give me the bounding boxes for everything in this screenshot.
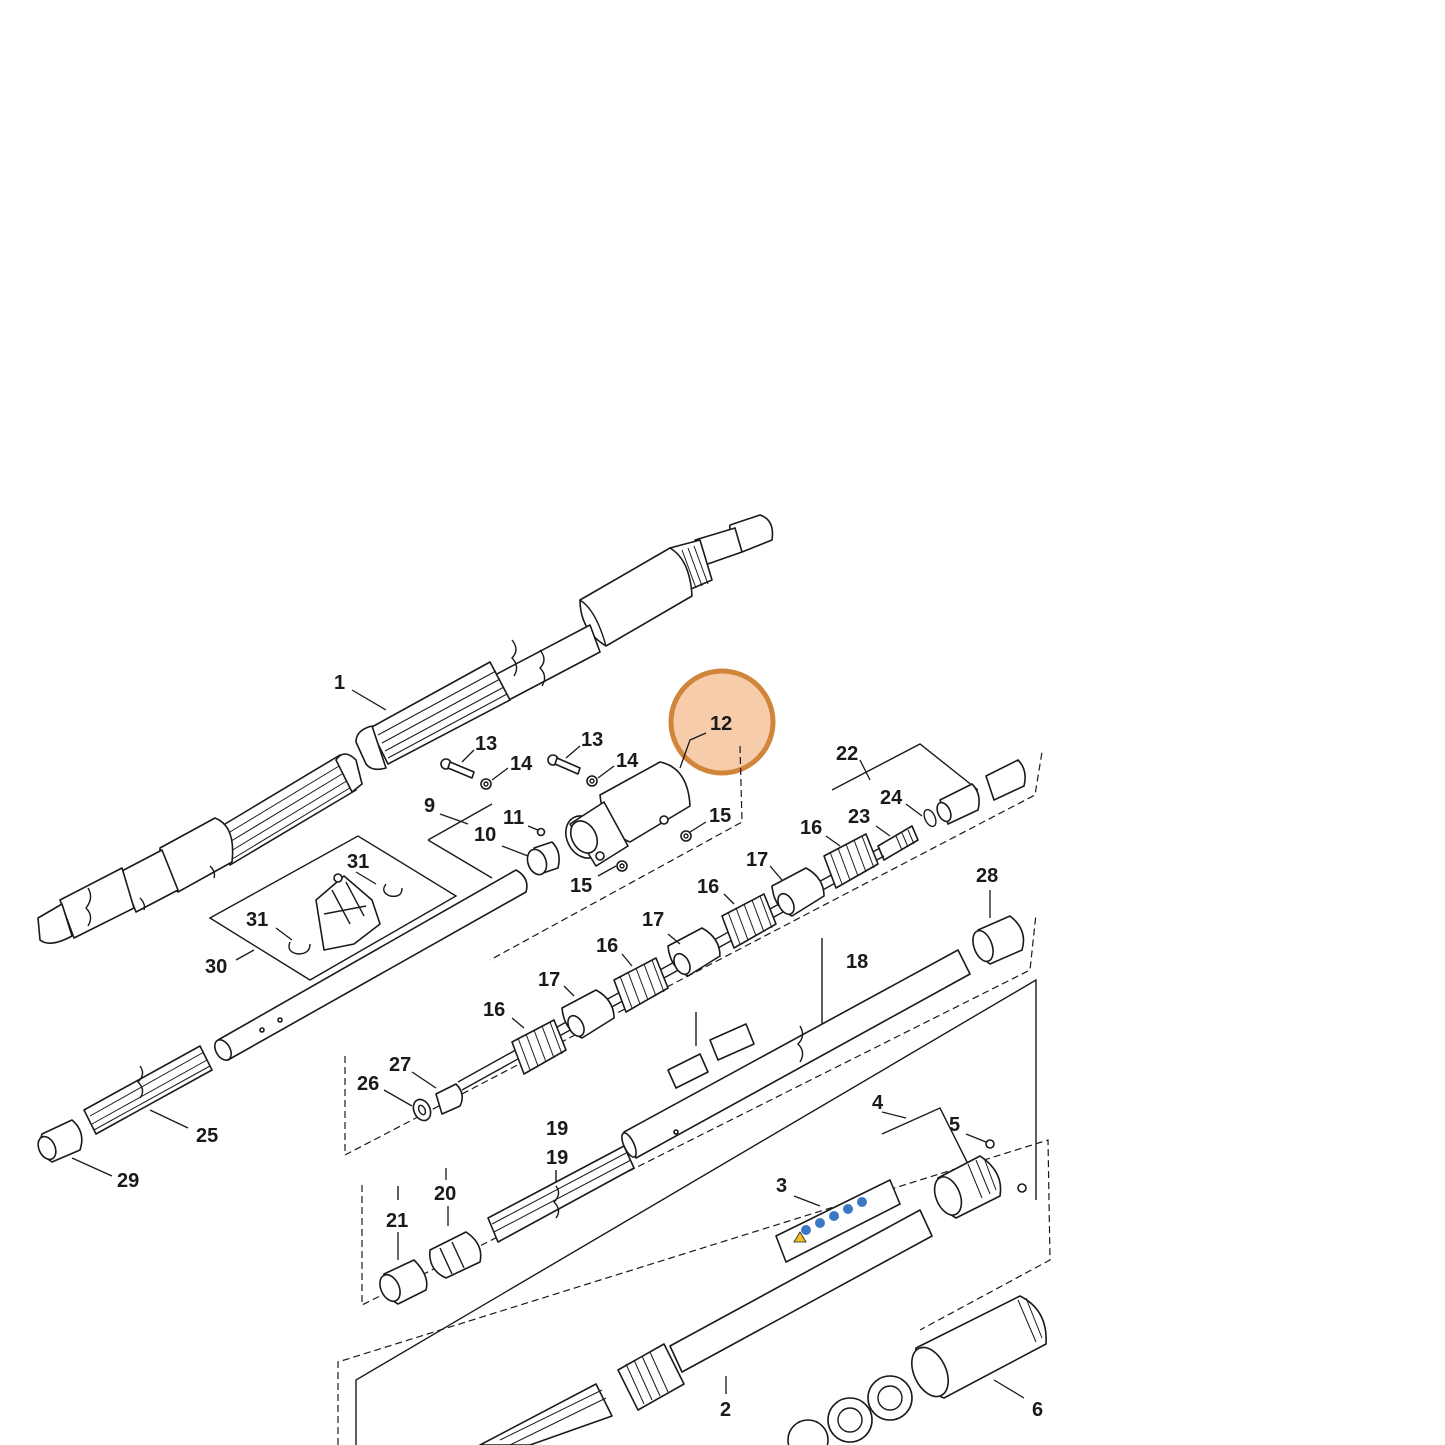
callout-13-right[interactable]: 13 [581, 729, 603, 751]
group-frame-9-15 [489, 745, 743, 961]
part-16-liner-b[interactable] [721, 893, 777, 949]
part-15-nut-right[interactable] [680, 830, 692, 842]
part-9-frame [427, 803, 493, 879]
part-18-inner-tubes[interactable] [667, 1023, 755, 1089]
part-18-tube[interactable] [619, 949, 971, 1159]
part-22-sleeve[interactable] [934, 759, 1026, 825]
callout-4[interactable]: 4 [872, 1092, 884, 1114]
part-6-sleeve[interactable] [905, 1295, 1047, 1402]
part-4-coupling-nut[interactable] [929, 1155, 1002, 1219]
part-16-liner-a[interactable] [823, 833, 879, 889]
part-14-nut-left[interactable] [480, 778, 492, 790]
part-13-screw-left[interactable] [440, 758, 475, 779]
part-13-screw-right[interactable] [547, 754, 581, 775]
part-12-highlight[interactable] [668, 668, 776, 776]
callout-21[interactable]: 21 [386, 1210, 408, 1232]
callout-16-b[interactable]: 16 [697, 876, 719, 898]
part-31-clip-left[interactable] [288, 941, 311, 955]
part-30-kit-frame [208, 835, 458, 981]
callout-9[interactable]: 9 [424, 795, 435, 817]
part-10-bushing[interactable] [524, 841, 560, 877]
part-5-screws[interactable] [985, 1139, 1027, 1193]
part-1-ribs [377, 670, 508, 759]
part-25-splined-sleeve[interactable] [83, 1045, 213, 1135]
callout-labels: 1 12 13 13 14 14 15 15 11 10 9 22 24 23 … [117, 672, 1043, 1421]
part-17-bearing-c[interactable] [561, 989, 615, 1039]
part-26-washer[interactable] [410, 1097, 434, 1124]
callout-1[interactable]: 1 [334, 672, 345, 694]
callout-10[interactable]: 10 [474, 824, 496, 846]
part-16-liner-c[interactable] [613, 957, 669, 1013]
part-17-bearing-a[interactable] [771, 867, 825, 917]
leader-lines [71, 689, 1025, 1399]
part-19-splined-shaft[interactable] [487, 1145, 635, 1243]
callout-12[interactable]: 12 [710, 713, 732, 735]
part-31-clip-right[interactable] [383, 883, 403, 898]
callout-31-right[interactable]: 31 [347, 851, 369, 873]
part-18-frame [695, 938, 823, 1046]
callout-15-right[interactable]: 15 [709, 805, 731, 827]
callout-15-bottom[interactable]: 15 [570, 875, 592, 897]
callout-25[interactable]: 25 [196, 1125, 218, 1147]
callout-23[interactable]: 23 [848, 806, 870, 828]
part-11-pin[interactable] [536, 827, 546, 837]
callout-6[interactable]: 6 [1032, 1399, 1043, 1421]
part-3-label[interactable] [775, 1179, 901, 1263]
part-30-bracket[interactable] [315, 873, 381, 951]
part-17-bearing-b[interactable] [667, 927, 721, 977]
callout-22[interactable]: 22 [836, 743, 858, 765]
part-1-drive-tube[interactable] [37, 514, 774, 944]
part-9-tube[interactable] [211, 869, 528, 1063]
callout-14-right[interactable]: 14 [616, 750, 639, 772]
callout-31-left[interactable]: 31 [246, 909, 268, 931]
callout-20[interactable]: 20 [434, 1183, 456, 1205]
part-12-clamp-housing[interactable] [559, 761, 691, 867]
callout-27[interactable]: 27 [389, 1054, 411, 1076]
part-24-ring[interactable] [922, 808, 939, 829]
callout-30[interactable]: 30 [205, 956, 227, 978]
callout-5[interactable]: 5 [949, 1114, 960, 1136]
callout-14-left[interactable]: 14 [510, 753, 533, 775]
callout-18[interactable]: 18 [846, 951, 868, 973]
callout-17-b[interactable]: 17 [642, 909, 664, 931]
callout-13-left[interactable]: 13 [475, 733, 497, 755]
part-20-sleeve[interactable] [429, 1231, 482, 1279]
callout-16-d[interactable]: 16 [483, 999, 505, 1021]
group-frame-lower [355, 978, 1037, 1445]
callout-2[interactable]: 2 [720, 1399, 731, 1421]
part-4-frame [881, 1107, 969, 1165]
group-frame-tube [361, 913, 1037, 1306]
callout-19-top[interactable]: 19 [546, 1118, 568, 1140]
part-29-end-cap[interactable] [35, 1119, 83, 1163]
callout-16-a[interactable]: 16 [800, 817, 822, 839]
part-16-liner-d[interactable] [511, 1019, 567, 1075]
callout-29[interactable]: 29 [117, 1170, 139, 1192]
callout-24[interactable]: 24 [880, 787, 903, 809]
part-14-nut-right[interactable] [586, 775, 598, 787]
callout-3[interactable]: 3 [776, 1175, 787, 1197]
callout-11[interactable]: 11 [503, 807, 524, 829]
part-23-shaft-end[interactable] [877, 825, 919, 861]
part-28-plug[interactable] [969, 915, 1025, 965]
callout-17-c[interactable]: 17 [538, 969, 560, 991]
group-frame-lower-dashed [337, 1139, 1051, 1445]
part-2-tube[interactable] [479, 1209, 933, 1445]
callout-19-bottom[interactable]: 19 [546, 1147, 568, 1169]
part-27-coupling[interactable] [435, 1083, 464, 1115]
callout-17-a[interactable]: 17 [746, 849, 768, 871]
callout-28[interactable]: 28 [976, 865, 998, 887]
callout-16-c[interactable]: 16 [596, 935, 618, 957]
lower-gears[interactable] [787, 1375, 913, 1445]
callout-26[interactable]: 26 [357, 1073, 379, 1095]
part-22-frame [831, 743, 979, 791]
part-1-lower-ribs [219, 762, 354, 862]
part-21-collar[interactable] [376, 1259, 428, 1305]
part-15-nut-bottom[interactable] [616, 860, 628, 872]
